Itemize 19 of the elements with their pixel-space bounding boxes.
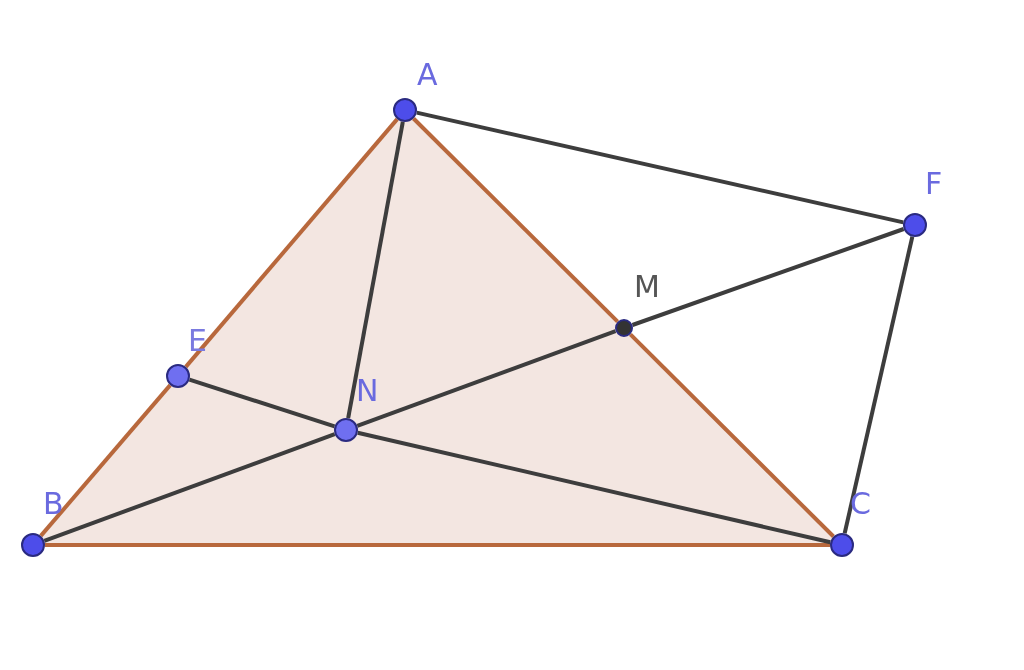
line-segment — [43, 432, 336, 543]
line-segment — [628, 332, 835, 538]
line-segment — [842, 236, 915, 534]
line-segment — [356, 329, 617, 428]
line-segment — [412, 117, 620, 324]
line-segment — [631, 227, 905, 327]
point-label: F — [925, 169, 943, 199]
line-segment — [184, 117, 399, 369]
line-segment — [416, 110, 904, 225]
line-segment — [357, 430, 831, 545]
line-segment — [188, 377, 336, 429]
line-segment — [45, 543, 830, 547]
point-label: E — [188, 326, 207, 356]
point-label: N — [356, 376, 379, 406]
point-label: M — [634, 272, 660, 302]
line-segment — [346, 121, 405, 419]
point-label: A — [417, 60, 438, 90]
line-segment — [39, 383, 172, 538]
point-label: B — [43, 489, 64, 519]
